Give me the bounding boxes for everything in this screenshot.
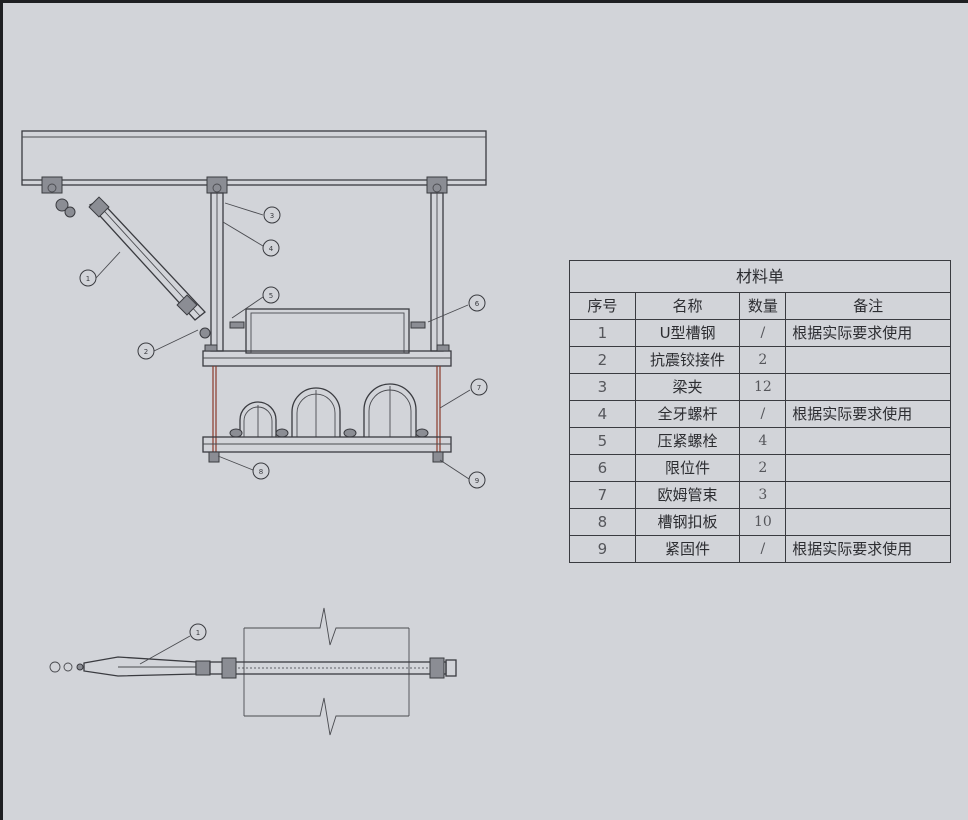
bom-cell-note: 根据实际要求使用 bbox=[785, 535, 951, 563]
bom-cell-qty: 10 bbox=[739, 508, 787, 536]
callout-3: 3 bbox=[263, 206, 281, 224]
bom-cell-qty: 2 bbox=[739, 454, 787, 482]
crossbar-upper bbox=[202, 321, 452, 367]
bom-cell-note: 根据实际要求使用 bbox=[785, 319, 951, 347]
bom-row: 2 抗震铰接件 2 bbox=[569, 346, 951, 374]
frame-border-top bbox=[0, 0, 968, 3]
bom-cell-note bbox=[785, 373, 951, 401]
beam-clamp-middle bbox=[206, 176, 228, 194]
bom-cell-no: 9 bbox=[569, 535, 636, 563]
plan-leader-line bbox=[139, 635, 191, 665]
bom-cell-note bbox=[785, 508, 951, 536]
bom-cell-no: 7 bbox=[569, 481, 636, 509]
bom-cell-name: 抗震铰接件 bbox=[634, 346, 741, 374]
limiter-box bbox=[245, 308, 410, 354]
bom-cell-name: 全牙螺杆 bbox=[634, 400, 741, 428]
svg-text:3: 3 bbox=[270, 212, 274, 220]
bom-cell-no: 5 bbox=[569, 427, 636, 455]
bom-cell-name: 紧固件 bbox=[634, 535, 741, 563]
bom-cell-note bbox=[785, 481, 951, 509]
callout-5: 5 bbox=[262, 286, 280, 304]
plan-channel bbox=[209, 657, 457, 679]
svg-text:5: 5 bbox=[269, 292, 273, 300]
leader-lines bbox=[95, 202, 471, 480]
bom-cell-name: 槽钢扣板 bbox=[634, 508, 741, 536]
frame-border-left bbox=[0, 0, 3, 820]
plan-brace bbox=[49, 656, 211, 677]
bom-cell-no: 3 bbox=[569, 373, 636, 401]
bom-row: 4 全牙螺杆 / 根据实际要求使用 bbox=[569, 400, 951, 428]
beam bbox=[21, 130, 487, 186]
bom-cell-name: U型槽钢 bbox=[634, 319, 741, 347]
bom-cell-no: 8 bbox=[569, 508, 636, 536]
bom-header-no: 序号 bbox=[569, 292, 636, 320]
bom-cell-qty: 12 bbox=[739, 373, 787, 401]
svg-text:9: 9 bbox=[475, 477, 479, 485]
plan-callout-1: 1 bbox=[189, 623, 207, 641]
crossbar-lower bbox=[202, 436, 452, 463]
bom-row: 8 槽钢扣板 10 bbox=[569, 508, 951, 536]
callout-4: 4 bbox=[262, 239, 280, 257]
bom-cell-qty: 3 bbox=[739, 481, 787, 509]
bom-cell-note: 根据实际要求使用 bbox=[785, 400, 951, 428]
bom-cell-no: 6 bbox=[569, 454, 636, 482]
svg-text:2: 2 bbox=[144, 348, 148, 356]
bom-title: 材料单 bbox=[569, 260, 951, 293]
bom-row: 7 欧姆管束 3 bbox=[569, 481, 951, 509]
diagonal-brace bbox=[55, 196, 211, 339]
bom-row: 6 限位件 2 bbox=[569, 454, 951, 482]
bill-of-materials-table: 材料单 序号 名称 数量 备注 1 U型槽钢 / 根据实际要求使用 2 抗震铰接… bbox=[569, 260, 951, 563]
bom-cell-qty: / bbox=[739, 319, 787, 347]
callout-9: 9 bbox=[468, 471, 486, 489]
bom-header-row: 序号 名称 数量 备注 bbox=[569, 292, 951, 320]
bom-cell-name: 限位件 bbox=[634, 454, 741, 482]
svg-text:1: 1 bbox=[86, 275, 90, 283]
pipe-bundle bbox=[229, 383, 429, 438]
bom-cell-note bbox=[785, 427, 951, 455]
callout-1: 1 bbox=[79, 269, 97, 287]
bom-row: 1 U型槽钢 / 根据实际要求使用 bbox=[569, 319, 951, 347]
bom-header-qty: 数量 bbox=[739, 292, 787, 320]
svg-text:8: 8 bbox=[259, 468, 263, 476]
bom-title-row: 材料单 bbox=[569, 260, 951, 293]
bom-header-note: 备注 bbox=[785, 292, 951, 320]
bom-cell-name: 欧姆管束 bbox=[634, 481, 741, 509]
bom-row: 9 紧固件 / 根据实际要求使用 bbox=[569, 535, 951, 563]
bom-cell-qty: 2 bbox=[739, 346, 787, 374]
bom-cell-name: 压紧螺栓 bbox=[634, 427, 741, 455]
beam-clamp-left bbox=[41, 176, 63, 194]
bom-cell-no: 4 bbox=[569, 400, 636, 428]
callout-6: 6 bbox=[468, 294, 486, 312]
bom-cell-no: 1 bbox=[569, 319, 636, 347]
bom-row: 3 梁夹 12 bbox=[569, 373, 951, 401]
bom-cell-note bbox=[785, 454, 951, 482]
bom-cell-name: 梁夹 bbox=[634, 373, 741, 401]
bom-row: 5 压紧螺栓 4 bbox=[569, 427, 951, 455]
svg-text:6: 6 bbox=[475, 300, 480, 308]
svg-text:1: 1 bbox=[196, 629, 200, 637]
beam-clamp-right bbox=[426, 176, 448, 194]
bom-cell-qty: / bbox=[739, 535, 787, 563]
plan-beam-outline bbox=[243, 607, 410, 736]
svg-text:7: 7 bbox=[477, 384, 481, 392]
bom-cell-qty: 4 bbox=[739, 427, 787, 455]
bom-cell-no: 2 bbox=[569, 346, 636, 374]
bom-cell-note bbox=[785, 346, 951, 374]
svg-text:4: 4 bbox=[269, 245, 274, 253]
callout-2: 2 bbox=[137, 342, 155, 360]
bom-header-name: 名称 bbox=[634, 292, 741, 320]
callout-7: 7 bbox=[470, 378, 488, 396]
callout-8: 8 bbox=[252, 462, 270, 480]
bom-cell-qty: / bbox=[739, 400, 787, 428]
